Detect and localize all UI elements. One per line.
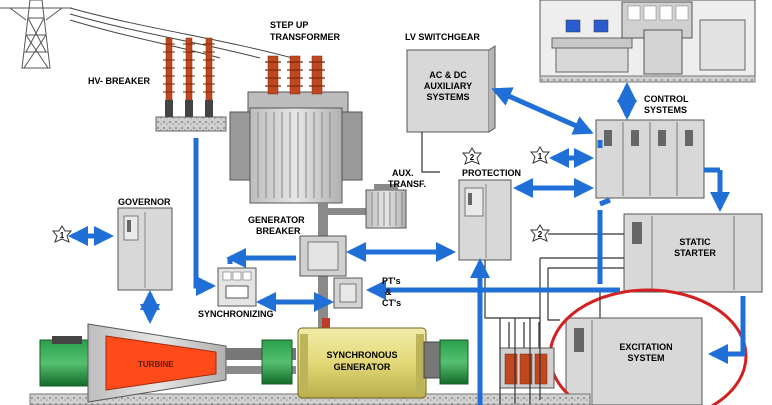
hv-breaker-label: HV- BREAKER: [88, 76, 151, 86]
governor-marker-number: 1: [59, 231, 65, 240]
control-systems-label-line1: CONTROL: [644, 94, 689, 104]
control-systems-label-line2: SYSTEMS: [644, 105, 688, 115]
aux-transf-label-line2: TRANSF.: [388, 179, 426, 189]
static-marker-number: 2: [537, 230, 543, 239]
control-room: [539, 0, 756, 83]
overhead-lines: [69, 7, 301, 61]
control-systems-cabinets: [595, 119, 705, 199]
control-cables: [484, 233, 624, 404]
signal-arrows: [68, 82, 746, 405]
excitation-cabinet: [565, 317, 703, 405]
pts-cts-unit: [333, 277, 363, 309]
pts-cts-label-line3: CT's: [382, 298, 402, 308]
control-marker-number: 1: [537, 152, 543, 161]
lv-switchgear-label: LV SWITCHGEAR: [405, 32, 480, 42]
sync-generator-label-line2: GENERATOR: [333, 362, 391, 372]
excitation-label-line1: EXCITATION: [619, 342, 673, 352]
star-marker-icon: [51, 146, 551, 243]
pts-cts-label-line1: PT's: [382, 276, 401, 286]
lv-switchgear: [406, 45, 496, 173]
static-starter-label-line2: STARTER: [674, 248, 716, 258]
synchronizing-panel: [217, 267, 257, 307]
transmission-tower-icon: [0, 0, 72, 69]
static-starter-label-line1: STATIC: [679, 237, 711, 247]
aux-transformer: [365, 184, 407, 229]
aux-systems-label-line2: AUXILIARY: [423, 81, 473, 91]
step-up-label-line2: TRANSFORMER: [270, 32, 340, 42]
protection-panel: [458, 179, 512, 261]
excitation-transformer: [499, 322, 555, 389]
protection-label: PROTECTION: [462, 168, 522, 178]
excitation-label-line2: SYSTEM: [627, 353, 665, 363]
step-up-label-line1: STEP UP: [270, 20, 309, 30]
synchronizing-label: SYNCHRONIZING: [198, 309, 274, 319]
governor-cabinet: [117, 207, 173, 291]
aux-systems-label-line3: SYSTEMS: [426, 92, 470, 102]
static-starter-cabinet: [623, 213, 763, 293]
generator-breaker-label-line1: GENERATOR: [248, 215, 305, 225]
governor-label: GOVERNOR: [118, 197, 171, 207]
aux-systems-label-line1: AC & DC: [429, 70, 467, 80]
sync-generator-label-line1: SYNCHRONOUS: [326, 350, 398, 360]
generator-breaker: [299, 235, 347, 277]
turbine-label: TURBINE: [138, 360, 174, 369]
generator-breaker-label-line2: BREAKER: [256, 226, 301, 236]
step-up-transformer: [229, 55, 363, 204]
pts-cts-label-line2: &: [385, 287, 392, 297]
synchronous-generator: [297, 327, 469, 399]
protection-marker-number: 2: [469, 153, 475, 162]
aux-transf-label-line1: AUX.: [392, 168, 414, 178]
turbine: [39, 323, 296, 403]
hv-breaker: [155, 37, 227, 132]
